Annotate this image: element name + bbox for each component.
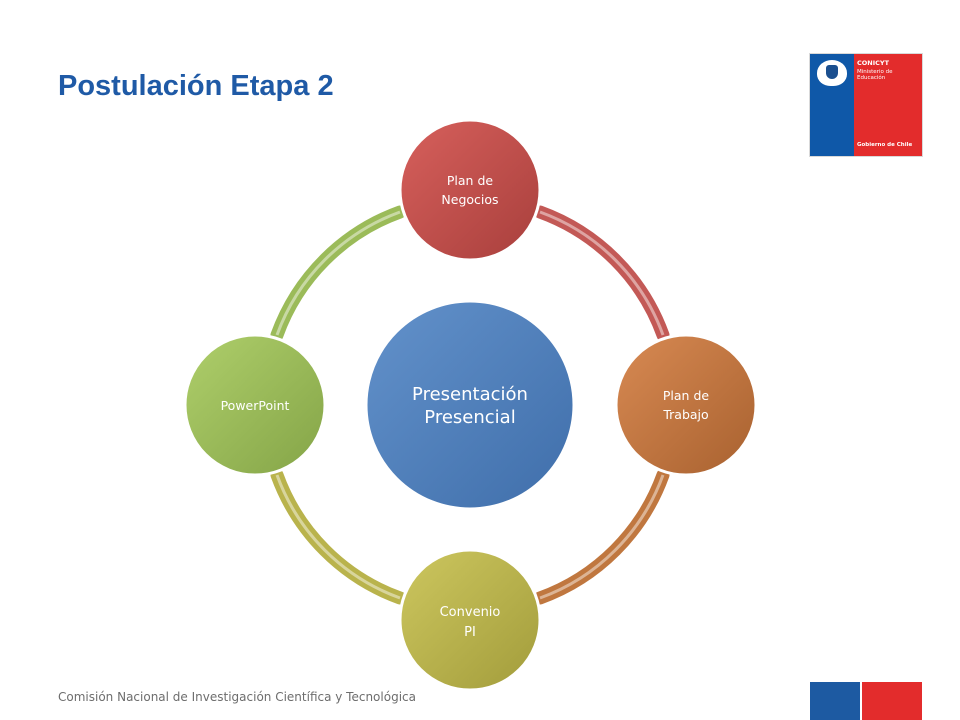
node-convenio-pi-line2: PI xyxy=(464,625,476,640)
conicyt-logo: CONICYT Ministerio de Educación Gobierno… xyxy=(810,54,922,156)
node-plan-de-trabajo-line1: Plan de xyxy=(663,388,710,403)
node-plan-de-trabajo-line2: Trabajo xyxy=(662,407,708,422)
center-node-label-line1: Presentación xyxy=(412,384,528,405)
ring-arc-bottom-left xyxy=(270,468,407,605)
node-convenio-pi-line1: Convenio xyxy=(440,605,501,620)
ring-arc-right-bottom xyxy=(533,468,670,605)
node-powerpoint-label: PowerPoint xyxy=(221,398,290,413)
center-node-label-line2: Presencial xyxy=(424,407,515,428)
node-plan-de-negocios-line2: Negocios xyxy=(441,192,498,207)
ring-arc-top-right xyxy=(533,205,670,342)
slide-title: Postulación Etapa 2 xyxy=(58,70,334,102)
node-plan-de-negocios: Plan de Negocios xyxy=(398,118,542,262)
chile-coat-of-arms-icon xyxy=(817,60,847,86)
logo-ministry-name: Ministerio de Educación xyxy=(857,69,893,81)
footer-flag-blue-block xyxy=(810,682,860,720)
node-powerpoint: PowerPoint xyxy=(183,333,327,477)
footer-flag-red-block xyxy=(862,682,922,720)
footer-organization-name: Comisión Nacional de Investigación Cient… xyxy=(58,690,416,704)
node-plan-de-negocios-line1: Plan de xyxy=(447,173,494,188)
ring-arc-left-top xyxy=(270,205,407,342)
node-plan-de-trabajo: Plan de Trabajo xyxy=(614,333,758,477)
ring-connectors xyxy=(270,205,670,605)
center-node: Presentación Presencial xyxy=(364,299,576,511)
logo-org-name: CONICYT xyxy=(857,59,890,67)
node-convenio-pi: Convenio PI xyxy=(398,548,542,692)
logo-government-name: Gobierno de Chile xyxy=(857,142,913,148)
